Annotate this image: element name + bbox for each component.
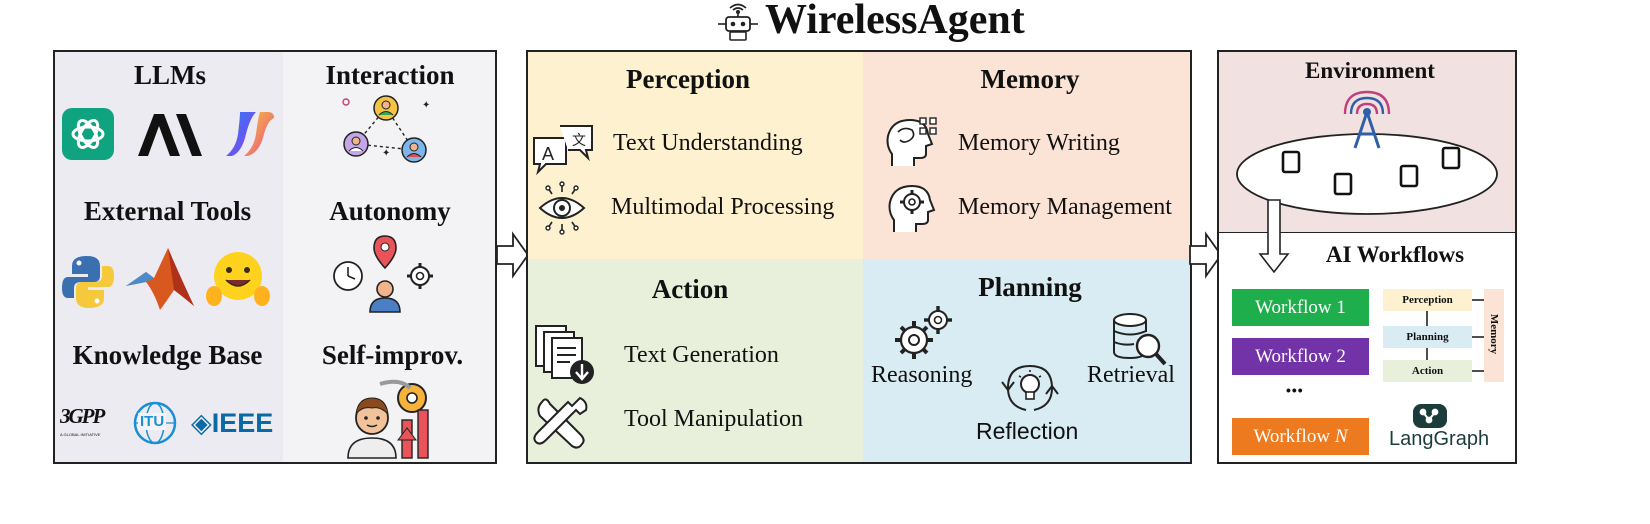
workflow-2-box: Workflow 2: [1232, 338, 1369, 375]
environment-network-drawing: [1235, 88, 1499, 216]
multimodal-processing-label: Multimodal Processing: [611, 194, 835, 220]
workflow-n-italic: N: [1334, 426, 1348, 447]
tool-manipulation-label: Tool Manipulation: [624, 406, 803, 432]
self-improvement-icon: [340, 379, 442, 459]
text-understanding-icon: A 文: [530, 122, 596, 176]
diagram-title: WirelessAgent: [765, 0, 1025, 43]
3gpp-logo-text: 3GPP: [60, 404, 105, 428]
pipeline-planning-box: Planning: [1383, 326, 1472, 348]
autonomy-heading: Autonomy: [329, 196, 451, 226]
perception-quadrant: [528, 52, 863, 259]
langgraph-label: LangGraph: [1389, 428, 1490, 450]
memory-writing-label: Memory Writing: [958, 130, 1120, 156]
3gpp-logo-subtext: A GLOBAL INITIATIVE: [60, 432, 101, 437]
memory-side-label: Memory: [1488, 313, 1500, 355]
retrieval-database-icon: [1110, 312, 1168, 368]
title-robot-icon: [716, 0, 760, 42]
llms-heading: LLMs: [133, 60, 206, 90]
workflow-ellipsis: •••: [1286, 382, 1304, 398]
matlab-icon: [124, 246, 196, 312]
langgraph-icon: [1413, 404, 1447, 428]
huggingface-icon: [206, 248, 270, 310]
arrow-middle-to-right: [1189, 231, 1223, 279]
memory-heading: Memory: [980, 64, 1080, 94]
reasoning-label: Reasoning: [871, 362, 973, 388]
openai-icon: [62, 108, 114, 160]
reflection-bulb-icon: [1000, 360, 1060, 416]
svg-text:文: 文: [572, 133, 586, 149]
reasoning-gears-icon: [892, 304, 956, 362]
tool-manipulation-wrench-icon: [532, 394, 590, 450]
workflow-n-box: Workflow N: [1232, 418, 1369, 455]
pipeline-action-box: Action: [1383, 360, 1472, 382]
text-understanding-label: Text Understanding: [613, 130, 803, 156]
perception-heading: Perception: [626, 64, 750, 94]
itu-logo-text: ITU: [138, 413, 167, 430]
planning-quadrant: [863, 259, 1190, 462]
svg-text:✦: ✦: [382, 148, 390, 159]
action-heading: Action: [651, 274, 729, 304]
memory-management-gear-head-icon: [886, 180, 942, 234]
self-improvement-heading: Self-improv.: [321, 340, 464, 370]
environment-heading: Environment: [1305, 58, 1435, 83]
workflow-n-label: Workflow: [1253, 426, 1335, 447]
workflow-2-label: Workflow 2: [1255, 346, 1346, 367]
memory-management-label: Memory Management: [958, 194, 1172, 220]
pipeline-planning-label: Planning: [1406, 331, 1449, 343]
memory-writing-brain-icon: [884, 116, 942, 170]
planning-heading: Planning: [978, 272, 1082, 302]
ai-workflows-heading: AI Workflows: [1325, 242, 1465, 267]
knowledge-base-heading: Knowledge Base: [72, 340, 263, 370]
retrieval-label: Retrieval: [1087, 362, 1175, 388]
reflection-label: Reflection: [976, 418, 1079, 444]
memory-side-box: [1484, 289, 1504, 382]
svg-text:✦: ✦: [422, 100, 430, 111]
multimodal-eye-icon: [536, 181, 588, 235]
python-icon: [60, 254, 116, 310]
text-generation-documents-icon: [534, 324, 596, 386]
text-generation-label: Text Generation: [624, 342, 779, 368]
external-tools-heading: External Tools: [83, 196, 252, 226]
interaction-network-icon: ✦ ✦: [338, 94, 434, 170]
pipeline-connectors: [1383, 289, 1484, 382]
interaction-heading: Interaction: [325, 60, 455, 90]
arrow-environment-to-workflows: [1256, 199, 1292, 274]
copilot-icon: [222, 108, 278, 160]
workflow-1-label: Workflow 1: [1255, 297, 1346, 318]
pipeline-action-label: Action: [1411, 365, 1444, 377]
pipeline-perception-label: Perception: [1402, 294, 1453, 306]
ieee-logo-text: ◈IEEE: [191, 408, 274, 438]
pipeline-perception-box: Perception: [1383, 289, 1472, 311]
arrow-left-to-middle: [496, 231, 530, 279]
svg-text:A: A: [542, 144, 554, 164]
workflow-1-box: Workflow 1: [1232, 289, 1369, 326]
autonomy-icon: [330, 234, 440, 314]
middle-panel: [526, 50, 1192, 464]
anthropic-icon: [136, 112, 206, 158]
